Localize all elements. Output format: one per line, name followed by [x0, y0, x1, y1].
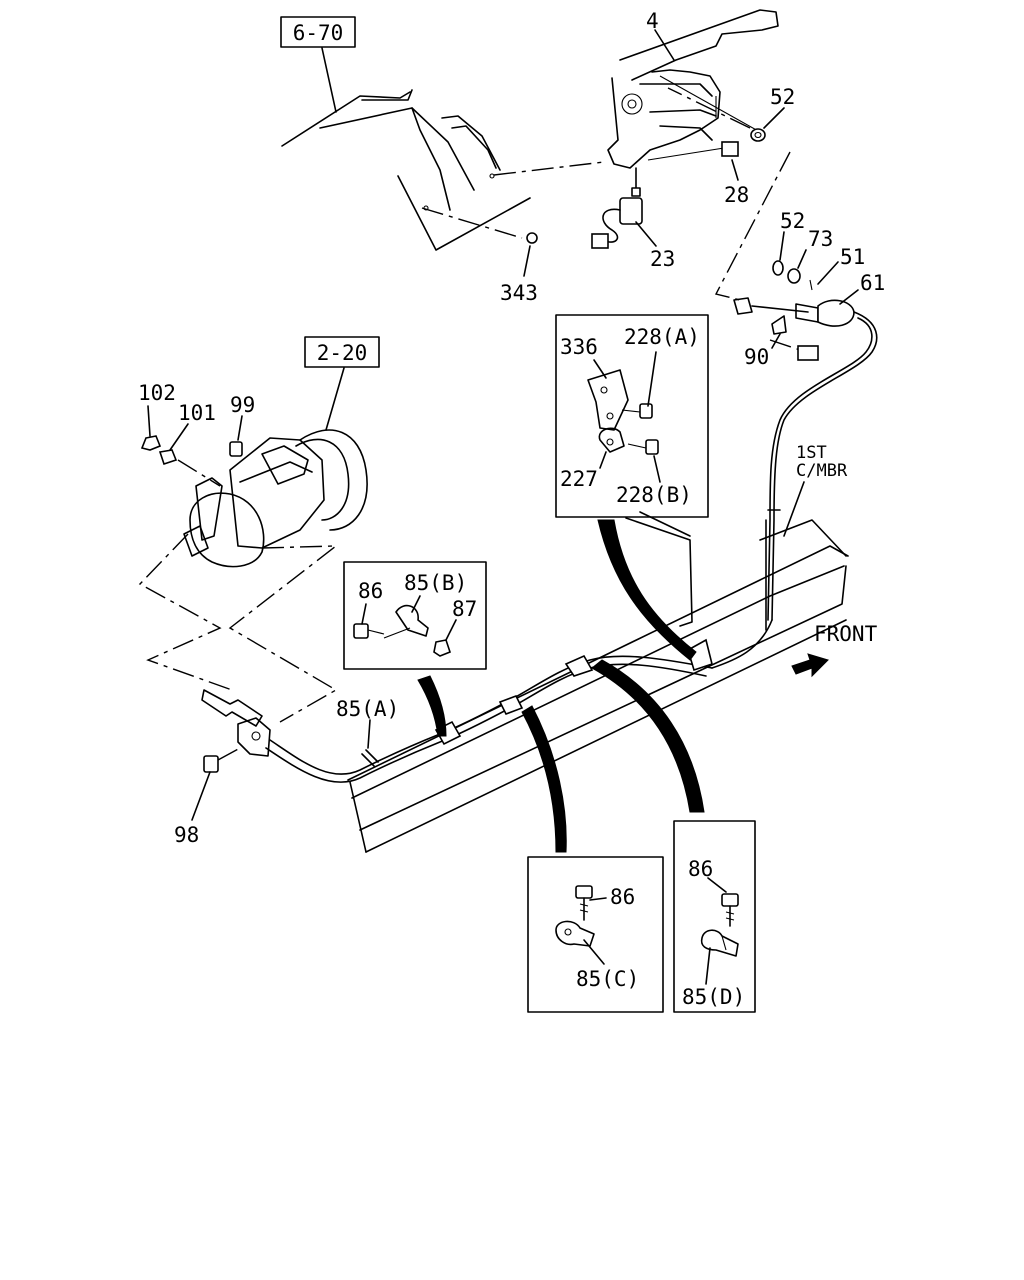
callout-86-box-b: 86	[358, 579, 383, 603]
callout-98: 98	[174, 823, 199, 847]
callout-86-box-d: 86	[688, 857, 713, 881]
front-label: FRONT	[814, 622, 878, 646]
transmission	[140, 429, 368, 568]
callout-343: 343	[500, 281, 538, 305]
pointer-85b-box	[417, 675, 447, 737]
reference-2-20-label: 2-20	[317, 341, 368, 365]
cable-clips	[434, 638, 713, 746]
callout-228a: 228(A)	[624, 325, 700, 349]
floor-panel	[281, 89, 605, 251]
callout-90: 90	[744, 345, 769, 369]
pointer-85c-box	[521, 705, 567, 853]
crossmember-note: 1ST C/MBR	[783, 443, 848, 537]
callout-52-washer-cable: 52	[780, 209, 805, 233]
detail-box-85b	[343, 561, 487, 670]
callout-85c: 85(C)	[576, 967, 639, 991]
pointer-85d-box	[591, 659, 705, 813]
detail-box-85d	[673, 820, 756, 1013]
callout-86-box-c: 86	[610, 885, 635, 909]
callout-leaders	[147, 29, 859, 985]
washer-52-top	[750, 128, 766, 142]
callout-23: 23	[650, 247, 675, 271]
crossmember-note-line2: C/MBR	[796, 461, 848, 481]
callout-73: 73	[808, 227, 833, 251]
callout-52-washer: 52	[770, 85, 795, 109]
callout-228b: 228(B)	[616, 483, 692, 507]
callout-99: 99	[230, 393, 255, 417]
crossmember-note-line1: 1ST	[796, 443, 827, 463]
clip-85a	[361, 719, 379, 767]
callout-85b: 85(B)	[404, 571, 467, 595]
callout-227: 227	[560, 467, 598, 491]
switch-23	[591, 197, 643, 249]
callout-85d: 85(D)	[682, 985, 745, 1009]
detail-box-bracket	[555, 314, 709, 518]
callout-4: 4	[646, 9, 659, 33]
arrow-right-icon	[791, 653, 829, 678]
callouts: 4 52 28 23 343 52 73 51 61 90 336 228(A)…	[138, 9, 885, 1009]
pointer-336-box	[597, 519, 697, 661]
front-indicator: FRONT	[791, 622, 878, 678]
callout-102: 102	[138, 381, 176, 405]
reference-6-70: 6-70	[280, 16, 356, 113]
transmission-cable-end	[201, 689, 271, 773]
reference-6-70-label: 6-70	[293, 21, 344, 45]
detail-box-85c	[527, 856, 664, 1013]
callout-61: 61	[860, 271, 885, 295]
callout-87: 87	[452, 597, 477, 621]
callout-51: 51	[840, 245, 865, 269]
callout-28: 28	[724, 183, 749, 207]
callout-85a: 85(A)	[336, 697, 399, 721]
hand-brake-lever	[607, 9, 779, 197]
callout-336: 336	[560, 335, 598, 359]
callout-101: 101	[178, 401, 216, 425]
reference-2-20: 2-20	[304, 336, 380, 431]
frame-rail	[347, 509, 849, 853]
